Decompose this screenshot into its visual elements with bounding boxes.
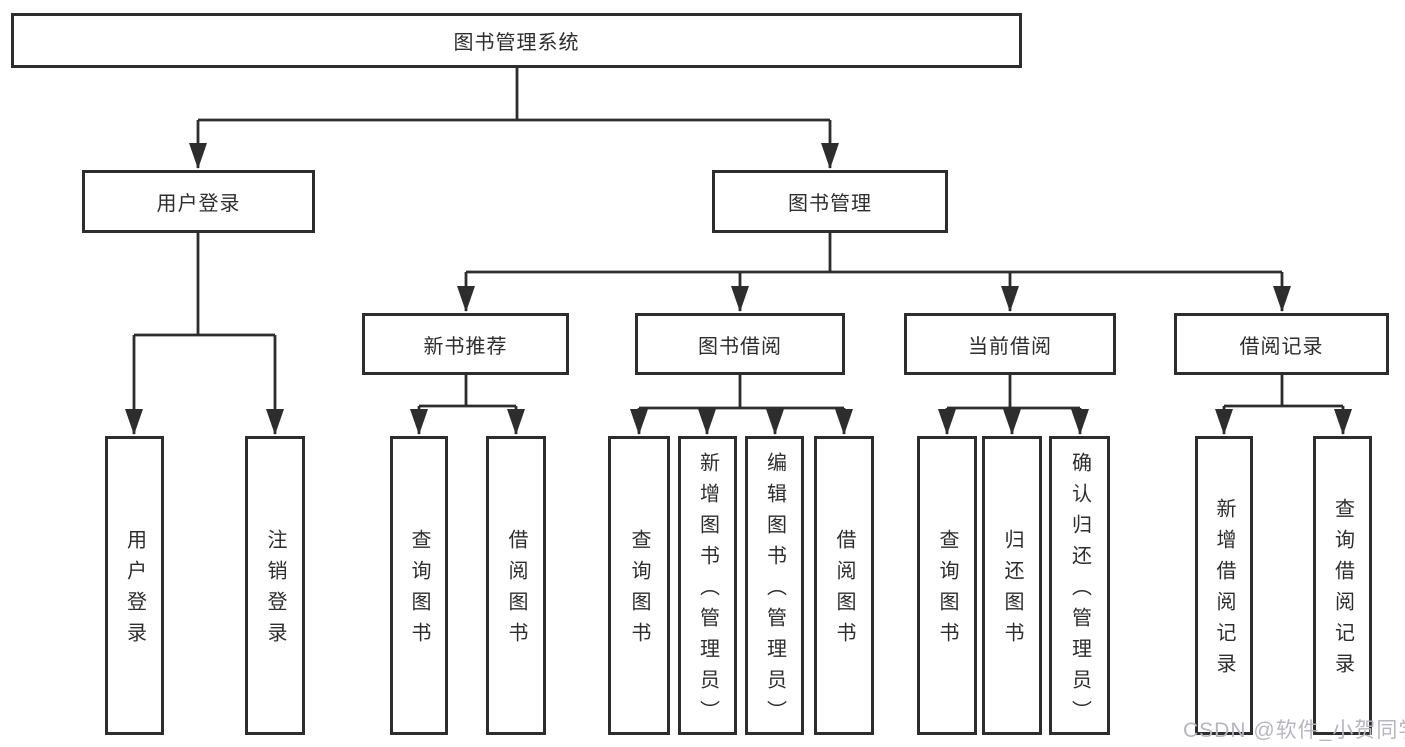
- leaf-label: 查询图书: [408, 529, 430, 653]
- leaf-user-login: 用户登录: [105, 436, 164, 735]
- leaf-current-return-books: 归还图书: [982, 436, 1042, 735]
- leaf-borrow-add-books-admin: 新增图书（管理员）: [678, 436, 737, 735]
- edges-current-borrow-leaves: [938, 375, 1089, 435]
- leaf-label: 用户登录: [123, 529, 146, 653]
- edges-root-to-level2: [189, 68, 839, 169]
- leaf-borrow-edit-books-admin: 编辑图书（管理员）: [745, 436, 804, 735]
- node-label: 用户登录: [156, 193, 241, 215]
- node-label: 图书管理系统: [453, 32, 580, 54]
- leaf-records-query-record: 查询借阅记录: [1313, 436, 1372, 735]
- leaf-newrec-query-books: 查询图书: [390, 436, 448, 735]
- node-current-borrow: 当前借阅: [904, 313, 1116, 375]
- leaf-label: 查询图书: [936, 529, 958, 653]
- node-label: 借阅记录: [1239, 335, 1324, 358]
- node-label: 图书管理: [788, 193, 872, 215]
- node-borrow-records: 借阅记录: [1174, 313, 1389, 375]
- node-label: 当前借阅: [968, 335, 1052, 358]
- leaf-label: 查询借阅记录: [1331, 498, 1354, 684]
- leaf-label: 借阅图书: [833, 529, 855, 653]
- node-label: 新书推荐: [423, 335, 508, 358]
- leaf-label: 借阅图书: [505, 529, 527, 653]
- leaf-label: 编辑图书（管理员）: [763, 451, 786, 731]
- edges-book-borrow-leaves: [630, 375, 853, 435]
- edges-book-management-groups: [457, 233, 1291, 312]
- edges-borrow-records-leaves: [1215, 375, 1352, 435]
- leaf-current-query-books: 查询图书: [917, 436, 977, 735]
- leaf-label: 新增借阅记录: [1213, 498, 1235, 684]
- leaf-current-confirm-return-admin: 确认归还（管理员）: [1049, 436, 1110, 735]
- leaf-label: 归还图书: [1001, 529, 1023, 653]
- edges-new-book-recommend-leaves: [410, 375, 525, 435]
- edges-user-login-leaves: [125, 233, 284, 435]
- leaf-label: 确认归还（管理员）: [1068, 451, 1091, 731]
- node-new-book-recommend: 新书推荐: [362, 313, 569, 375]
- leaf-label: 新增图书（管理员）: [696, 451, 719, 731]
- leaf-label: 查询图书: [628, 529, 650, 653]
- node-label: 图书借阅: [698, 335, 782, 358]
- node-book-management: 图书管理: [712, 170, 948, 233]
- node-book-borrow: 图书借阅: [635, 313, 845, 375]
- leaf-borrow-borrow-books: 借阅图书: [814, 436, 874, 735]
- leaf-label: 注销登录: [264, 529, 286, 653]
- csdn-watermark: CSDN @软件_小贺同学: [1183, 719, 1405, 742]
- leaf-logout-login: 注销登录: [245, 436, 305, 735]
- leaf-newrec-borrow-books: 借阅图书: [486, 436, 546, 735]
- leaf-records-add-record: 新增借阅记录: [1195, 436, 1253, 735]
- node-user-login: 用户登录: [82, 170, 315, 233]
- leaf-borrow-query-books: 查询图书: [608, 436, 670, 735]
- node-root-library-system: 图书管理系统: [11, 13, 1022, 68]
